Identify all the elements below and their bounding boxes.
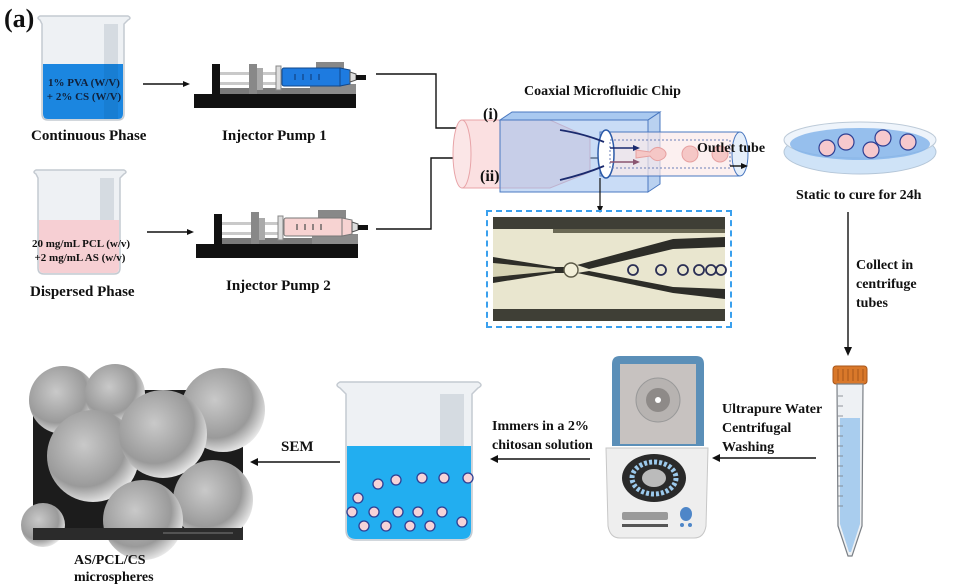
outlet-tube-label: Outlet tube [697, 141, 766, 156]
immerse-step-label: Immers in a 2% chitosan solution [492, 419, 593, 453]
microsphere-bead [438, 472, 450, 484]
arrow-dispersed-to-pump2 [147, 229, 194, 235]
microsphere-bead [456, 516, 468, 528]
micrograph-dashed-frame [486, 210, 732, 328]
injector-pump-1 [194, 62, 366, 108]
microsphere-bead [424, 520, 436, 532]
microsphere-bead [412, 506, 424, 518]
arrow-tube-to-centrifuge [712, 454, 816, 462]
sem-micrograph [21, 364, 265, 560]
product-label: AS/PCL/CS microspheres [74, 553, 154, 585]
injector-pump-2 [196, 210, 368, 258]
collect-step-label: Collect in centrifuge tubes [856, 258, 917, 311]
microsphere-bead [368, 506, 380, 518]
arrow-centrifuge-to-beaker [490, 455, 590, 463]
droplet-generation-micrograph [493, 217, 727, 321]
microsphere-bead [380, 520, 392, 532]
microsphere-bead [352, 492, 364, 504]
dispersed-phase-label: Dispersed Phase [30, 284, 135, 300]
dispersed-phase-beaker [33, 169, 127, 275]
petri-dish [783, 121, 937, 175]
dispersed-phase-composition: 20 mg/mL PCL (w/v) +2 mg/mL AS (w/v) [32, 238, 131, 264]
microsphere-bead [392, 506, 404, 518]
microsphere-bead [346, 506, 358, 518]
microsphere-bead [390, 474, 402, 486]
continuous-phase-beaker [37, 15, 131, 121]
coaxial-microfluidic-chip [452, 111, 749, 213]
chip-title: Coaxial Microfluidic Chip [524, 84, 681, 99]
pump-2-label: Injector Pump 2 [226, 278, 331, 294]
microsphere-bead [404, 520, 416, 532]
microsphere-bead [436, 506, 448, 518]
arrow-beaker-to-sem [250, 458, 340, 466]
inlet-ii-label: (ii) [480, 168, 500, 185]
chitosan-beads [346, 472, 474, 532]
arrow-continuous-to-pump1 [143, 81, 190, 87]
arrow-cure-to-collect [844, 212, 852, 356]
panel-label: (a) [4, 4, 35, 33]
wash-step-label: Ultrapure Water Centrifugal Washing [722, 402, 823, 455]
microsphere-bead [358, 520, 370, 532]
pump-1-label: Injector Pump 1 [222, 128, 327, 144]
microsphere-bead [372, 478, 384, 490]
continuous-phase-composition: 1% PVA (W/V) + 2% CS (W/V) [46, 77, 122, 103]
inlet-i-label: (i) [483, 106, 499, 123]
microsphere-bead [416, 472, 428, 484]
microsphere-bead [462, 472, 474, 484]
centrifuge-tube [832, 365, 868, 557]
continuous-phase-label: Continuous Phase [31, 128, 147, 144]
sem-step-label: SEM [281, 439, 314, 455]
cure-step-label: Static to cure for 24h [796, 188, 922, 203]
centrifuge [605, 356, 709, 539]
